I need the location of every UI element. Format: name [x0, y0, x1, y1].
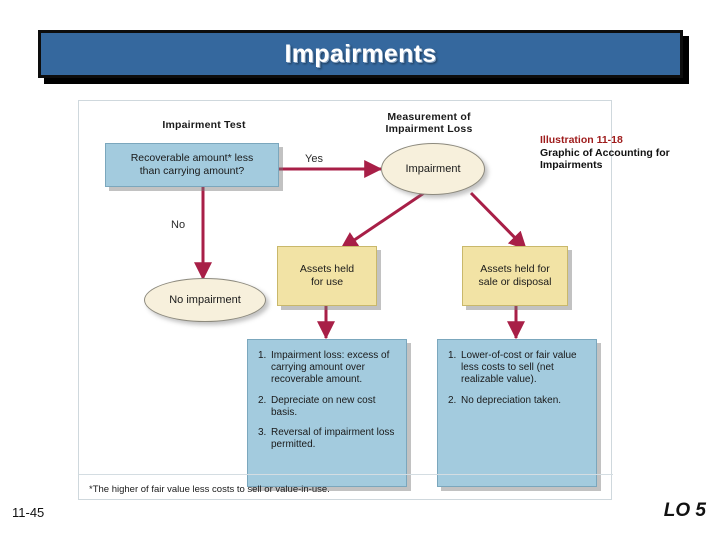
edge-label-yes: Yes — [305, 153, 323, 165]
list-item: 1. Impairment loss: excess of carrying a… — [258, 350, 398, 387]
list-item: 2. No depreciation taken. — [448, 395, 588, 407]
learning-objective-tag: LO 5 — [663, 500, 706, 521]
sale-item-2-text: No depreciation taken. — [461, 394, 562, 406]
assets-held-for-sale-line2: sale or disposal — [478, 276, 552, 288]
column-head-measurement: Measurement of Impairment Loss — [369, 111, 489, 135]
use-item-2-text: Depreciate on new cost basis. — [271, 394, 376, 418]
illustration-description: Graphic of Accounting for Impairments — [540, 146, 670, 172]
sale-item-1-text: Lower-of-cost or fair value less costs t… — [461, 350, 577, 386]
footnote-divider — [79, 474, 613, 475]
use-item-1-number: 1. — [258, 350, 267, 361]
list-item: 1. Lower-of-cost or fair value less cost… — [448, 350, 588, 387]
assets-held-for-sale-details: 1. Lower-of-cost or fair value less cost… — [437, 339, 597, 487]
page-title: Impairments — [284, 39, 437, 68]
use-item-list: 1. Impairment loss: excess of carrying a… — [258, 350, 398, 459]
impairment-test-box: Recoverable amount* less than carrying a… — [105, 143, 279, 187]
sale-item-1-number: 1. — [448, 350, 457, 361]
list-item: 2. Depreciate on new cost basis. — [258, 395, 398, 419]
list-item: 3. Reversal of impairment loss permitted… — [258, 427, 398, 451]
use-item-2-number: 2. — [258, 394, 267, 406]
illustration-label: Illustration 11-18 — [540, 134, 623, 146]
impairment-ellipse: Impairment — [381, 143, 485, 195]
flowchart-arrows — [194, 160, 528, 340]
impairment-test-line1: Recoverable amount* less — [130, 152, 254, 164]
use-item-1-text: Impairment loss: excess of carrying amou… — [271, 350, 390, 386]
assets-held-for-sale-box: Assets held for sale or disposal — [462, 246, 568, 306]
assets-held-for-sale-line1: Assets held for — [480, 263, 550, 275]
edge-label-no: No — [171, 219, 186, 231]
assets-held-for-use-box: Assets held for use — [277, 246, 377, 306]
sale-item-list: 1. Lower-of-cost or fair value less cost… — [448, 350, 588, 415]
illustration-caption: Illustration 11-18 Graphic of Accounting… — [540, 134, 716, 172]
assets-held-for-use-line2: for use — [310, 276, 344, 288]
assets-held-for-use-details: 1. Impairment loss: excess of carrying a… — [247, 339, 407, 487]
footnote-text: *The higher of fair value less costs to … — [89, 484, 330, 495]
illustration-panel: Impairment Test Measurement of Impairmen… — [78, 100, 613, 501]
assets-held-for-use-line1: Assets held — [299, 263, 355, 275]
sale-item-2-number: 2. — [448, 394, 457, 406]
column-head-measurement-line2: Impairment Loss — [385, 123, 473, 135]
column-head-measurement-line1: Measurement of — [387, 111, 471, 123]
page-number: 11-45 — [12, 505, 45, 520]
use-item-3-text: Reversal of impairment loss permitted. — [271, 427, 395, 451]
column-head-impairment-test: Impairment Test — [162, 119, 246, 131]
flowchart: Impairment Test Measurement of Impairmen… — [79, 101, 613, 501]
use-item-3-number: 3. — [258, 427, 267, 439]
no-impairment-ellipse: No impairment — [144, 278, 266, 322]
impairment-test-line2: than carrying amount? — [139, 165, 245, 177]
slide-title-bar: Impairments — [38, 30, 683, 78]
